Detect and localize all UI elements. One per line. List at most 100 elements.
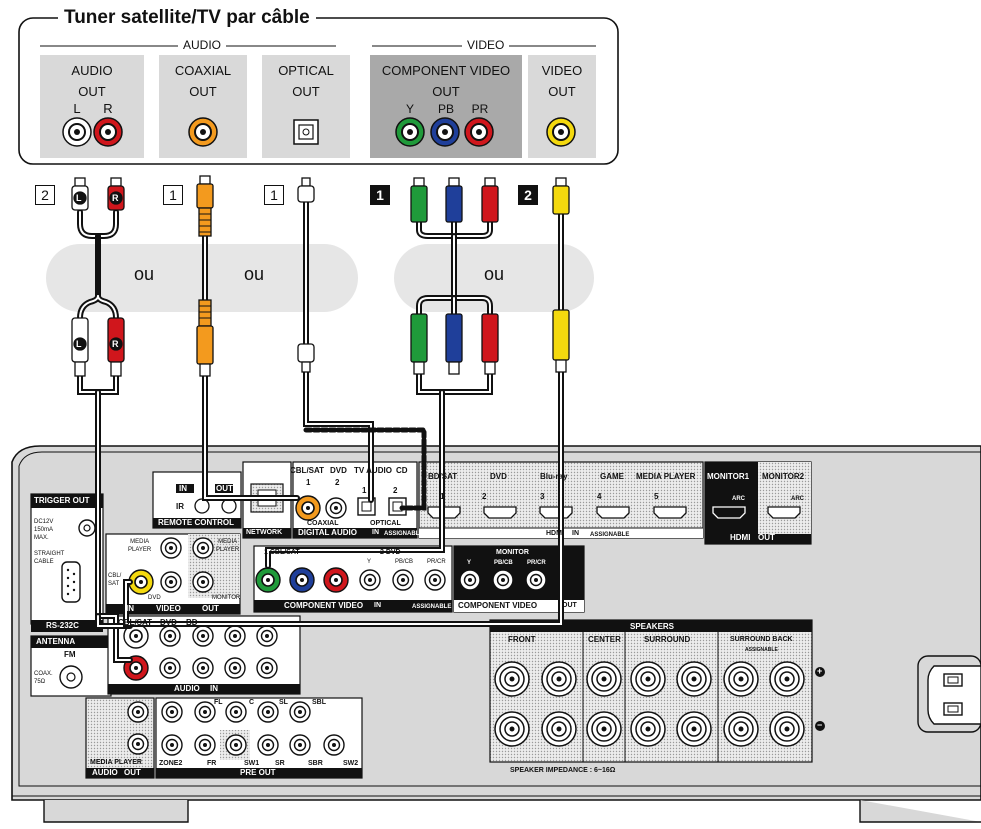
component-video-in-label: COMPONENT VIDEO bbox=[284, 601, 364, 610]
monitor1-label: MONITOR1 bbox=[707, 472, 750, 481]
trigger-out-label: TRIGGER OUT bbox=[34, 496, 90, 505]
video-out-jack bbox=[546, 117, 576, 147]
monitor2-arc-label: ARC bbox=[791, 496, 804, 502]
digital-in-label: IN bbox=[372, 529, 379, 536]
audio-head-bd: BD bbox=[186, 618, 198, 627]
audio-out-receiver-label: AUDIO bbox=[92, 768, 118, 777]
hdmi-num-5: 5 bbox=[654, 492, 659, 501]
audio-out-l-label: L bbox=[73, 101, 81, 116]
step-marker-coaxial: 1 bbox=[163, 185, 183, 205]
comp-monitor-pr-label: PR/CR bbox=[527, 560, 546, 566]
audio-in-cbl-sat-l-jack bbox=[123, 623, 149, 649]
source-device-panel bbox=[18, 17, 619, 165]
fm-label: FM bbox=[64, 650, 76, 659]
video-dvd-label: DVD bbox=[148, 595, 161, 601]
network-label: NETWORK bbox=[246, 529, 283, 536]
audio-out-out-label: OUT bbox=[124, 768, 141, 777]
comp-y-label: Y bbox=[405, 102, 414, 116]
video-in-label: IN bbox=[126, 604, 134, 613]
rs232c-label: RS-232C bbox=[46, 621, 79, 630]
comp-group1-label: 1 CBL/SAT bbox=[264, 549, 300, 556]
digital-assignable-label: ASSIGNABLE bbox=[384, 531, 424, 537]
media-player-label: MEDIA PLAYER bbox=[90, 759, 142, 766]
pre-out-fl: FL bbox=[214, 699, 223, 706]
digital-coaxial-1-jack bbox=[295, 495, 321, 521]
hdmi-head-1: BD/SAT bbox=[428, 472, 458, 481]
remote-control-label: REMOTE CONTROL bbox=[158, 518, 234, 527]
hdmi-num-1: 1 bbox=[440, 492, 445, 501]
or-label-1: ou bbox=[134, 264, 155, 284]
hdmi-num-2: 2 bbox=[482, 492, 487, 501]
hdmi-in-label: HDMI bbox=[546, 530, 564, 537]
hdmi-head-5: MEDIA PLAYER bbox=[636, 472, 696, 481]
digital-head-dvd: DVD bbox=[330, 466, 347, 475]
component-video-out-label: COMPONENT VIDEO OUT bbox=[381, 63, 511, 99]
step-marker-optical: 1 bbox=[264, 185, 284, 205]
video-in-cbl-sat-jack bbox=[128, 569, 154, 595]
video-label: VIDEO bbox=[156, 604, 181, 613]
speaker-plus-sign: + bbox=[817, 666, 823, 676]
surround-label: SURROUND bbox=[644, 635, 691, 644]
speaker-minus-sign: − bbox=[817, 720, 823, 730]
digital-head-cbl-sat: CBL/SAT bbox=[290, 466, 325, 475]
antenna-label: ANTENNA bbox=[36, 637, 76, 646]
video-out-label-receiver: OUT bbox=[202, 604, 219, 613]
hdmi-num-4: 4 bbox=[597, 492, 602, 501]
video-cbl-sat-label: CBL/ SAT bbox=[108, 573, 122, 587]
plug-mark-l-top: L bbox=[76, 193, 82, 203]
coaxial-out-label: COAXIAL OUT bbox=[174, 63, 232, 99]
video-media-player-label: MEDIA PLAYER bbox=[128, 539, 152, 553]
remote-out-label: OUT bbox=[216, 484, 233, 493]
component-in-y-jack bbox=[255, 567, 281, 593]
center-label: CENTER bbox=[588, 635, 621, 644]
digital-num-4: 2 bbox=[393, 486, 398, 495]
comp2-pb-label: PB/CB bbox=[395, 559, 414, 565]
digital-num-1: 1 bbox=[306, 478, 311, 487]
monitor1-arc-label: ARC bbox=[732, 496, 745, 502]
coaxial-out-jack bbox=[188, 117, 218, 147]
step-marker-video: 2 bbox=[518, 185, 538, 205]
front-label: FRONT bbox=[508, 635, 536, 644]
pre-out-sbr: SBR bbox=[308, 760, 323, 767]
comp2-y-label: Y bbox=[367, 559, 372, 565]
step-marker-audio: 2 bbox=[35, 185, 55, 205]
zone2-label: ZONE2 bbox=[159, 760, 183, 767]
plug-mark-l-bottom: L bbox=[76, 339, 82, 349]
digital-audio-label: DIGITAL AUDIO bbox=[298, 528, 357, 537]
component-in-pr-jack bbox=[323, 567, 349, 593]
speakers-label: SPEAKERS bbox=[630, 622, 675, 631]
comp-monitor-pb-label: PB/CB bbox=[494, 560, 513, 566]
coax-75-label: COAX. 75Ω bbox=[34, 671, 53, 685]
straight-cable-label: STRAIGHT CABLE bbox=[34, 551, 65, 565]
trigger-spec-label: DC12V 150mA MAX. bbox=[34, 519, 54, 541]
audio-out-label: AUDIO OUT bbox=[71, 63, 113, 99]
remote-ir-label: IR bbox=[176, 502, 184, 511]
comp-monitor-label: MONITOR bbox=[496, 549, 529, 556]
comp-pr-label: PR bbox=[471, 102, 489, 116]
surround-back-label: SURROUND BACK bbox=[730, 636, 793, 643]
pre-out-sl: SL bbox=[279, 699, 288, 706]
optical-label: OPTICAL bbox=[370, 520, 401, 527]
hdmi-head-4: GAME bbox=[600, 472, 624, 481]
hdmi-head-2: DVD bbox=[490, 472, 507, 481]
digital-num-3: 1 bbox=[362, 486, 367, 495]
audio-out-r-label: R bbox=[103, 101, 113, 116]
pre-out-label: PRE OUT bbox=[240, 768, 276, 777]
audio-in-label: IN bbox=[210, 684, 218, 693]
component-pr-jack bbox=[464, 117, 494, 147]
pre-out-sbl: SBL bbox=[312, 699, 326, 706]
optical-out-label: OPTICAL OUT bbox=[278, 63, 334, 99]
audio-head-dvd: DVD bbox=[160, 618, 177, 627]
audio-out-l-jack bbox=[62, 117, 92, 147]
or-label-3: ou bbox=[484, 264, 505, 284]
comp-pb-label: PB bbox=[437, 102, 454, 116]
video-monitor-label: MONITOR bbox=[212, 595, 241, 601]
video-group-label: VIDEO bbox=[462, 38, 510, 52]
audio-head-cbl-sat: CBL/SAT bbox=[118, 618, 153, 627]
component-video-out-label-receiver: COMPONENT VIDEO bbox=[458, 601, 538, 610]
source-device-title: Tuner satellite/TV par câble bbox=[58, 7, 316, 29]
speaker-impedance-label: SPEAKER IMPEDANCE : 6~16Ω bbox=[510, 767, 616, 774]
video-media-player-label-2: MEDIA PLAYER bbox=[216, 539, 240, 553]
hdmi-out-out-label: OUT bbox=[758, 533, 775, 542]
